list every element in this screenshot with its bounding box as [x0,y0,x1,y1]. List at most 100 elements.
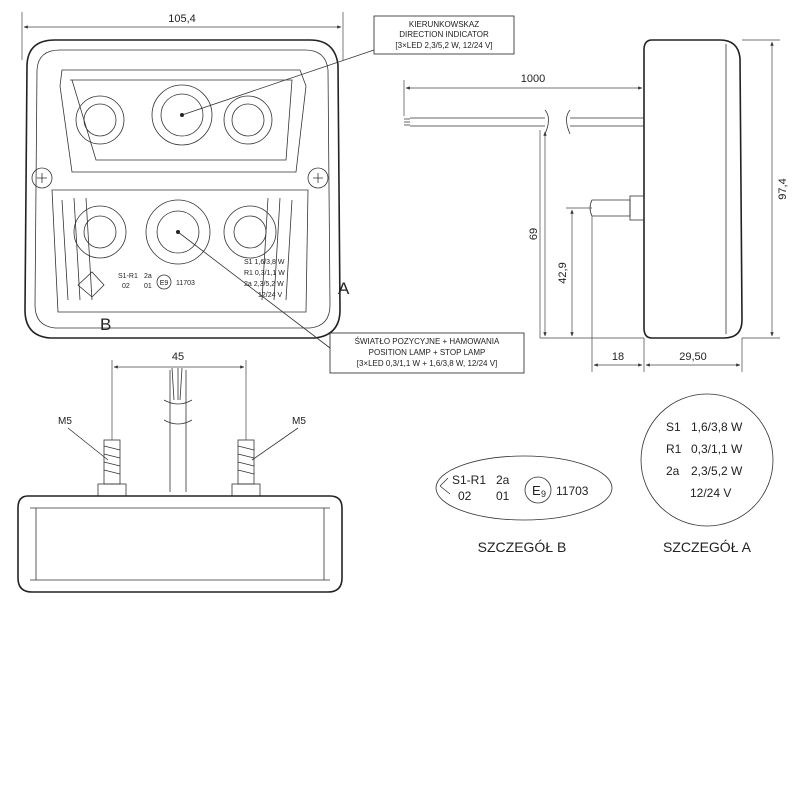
indicator-led-right [231,103,265,137]
detail-a-row3-value: 2,3/5,2 W [691,464,743,478]
lens-b-01: 01 [144,283,152,290]
lens-a-line-1: S1 1,6/3,8 W [244,259,285,266]
indicator-led-center-ring [151,84,213,146]
indicator-led-center [160,93,204,137]
depth-dimension: 29,50 [679,351,707,363]
stop-led-right-ring [223,205,277,259]
side-body [643,39,743,339]
stud-offset-dimension: 42,9 [557,262,569,283]
indicator-led-left-ring [75,95,125,145]
detail-a-row3-code: 2a [666,464,680,478]
lens-b-e-mark [156,274,172,290]
callout-bottom-line-3: [3×LED 0,3/1,1 W + 1,6/3,8 W, 12/24 V] [357,359,498,368]
nut-left [97,483,127,497]
detail-b: S1-R1 2a 02 01 E 9 11703 SZCZEGÓŁ B [435,455,613,555]
cable-right [570,117,644,127]
indicator-zone [59,69,307,173]
callout-top-line-3: [3×LED 2,3/5,2 W, 12/24 V] [395,41,492,50]
detail-a-row2-value: 0,3/1,1 W [691,442,743,456]
detail-a-voltage: 12/24 V [690,486,731,500]
lens-b-approval: 11703 [176,280,195,287]
stop-lamp-ribs [61,197,293,301]
side-stud [589,199,631,217]
stop-led-left-ring [73,205,127,259]
callout-top-line-1: KIERUNKOWSKAZ [409,20,479,29]
indicator-led-right-ring [223,95,273,145]
lens-a-line-2: R1 0,3/1,1 W [244,270,285,277]
detail-b-s1r1: S1-R1 [452,473,486,487]
indicator-led-left [83,103,117,137]
detail-b-e-sub: 9 [541,489,546,499]
left-screw-icon [37,173,47,183]
stud-right-thread [237,445,255,475]
left-mount-ear [31,167,53,189]
height-dimension: 97,4 [777,178,789,199]
lens-b-s1r1: S1-R1 [118,273,138,280]
detail-b-2a: 2a [496,473,510,487]
cable-length: 1000 [521,73,545,85]
stop-led-left [83,215,117,249]
stud-left-label: M5 [58,416,72,427]
right-screw-icon [313,173,323,183]
detail-b-approval: 11703 [556,484,589,498]
stud-right-leader [251,427,299,461]
stop-led-center-ring [145,199,211,265]
cable-break-icon [544,109,571,135]
callout-position-stop-lamp: ŚWIATŁO POZYCYJNE + HAMOWANIA POSITION L… [329,332,525,374]
manufacturer-logo-icon [77,271,105,298]
bottom-view: 45 M5 M5 [17,351,343,593]
lens-label-b: S1-R1 2a 02 01 E9 11703 [77,271,195,298]
letter-b: B [100,315,111,334]
bottom-body [17,495,343,593]
detail-b-ellipse [435,455,613,521]
lens-ribs [61,197,293,301]
lens-a-line-3: 2a 2,3/5,2 W [244,281,284,288]
indicator-inner-zone [70,79,293,161]
lens-label-a: S1 1,6/3,8 W R1 0,3/1,1 W 2a 2,3/5,2 W 1… [244,259,285,299]
detail-b-e-mark-circle [524,476,552,504]
housing-outline [24,39,341,339]
right-mount-ear [307,167,329,189]
detail-a-row1-code: S1 [666,420,681,434]
lens-b-2a: 2a [144,273,152,280]
housing-inner-outline [34,49,331,329]
lens-b-02: 02 [122,283,130,290]
callout-bottom-box [329,332,525,374]
detail-a: S1 1,6/3,8 W R1 0,3/1,1 W 2a 2,3/5,2 W 1… [640,393,774,555]
callout-top-line-2: DIRECTION INDICATOR [399,30,489,39]
detail-b-01: 01 [496,489,510,503]
callout-bottom-line-1: ŚWIATŁO POZYCYJNE + HAMOWANIA [355,337,500,346]
stud-length-dimension: 18 [612,351,624,363]
callout-bottom-line-2: POSITION LAMP + STOP LAMP [369,348,486,357]
detail-a-circle [640,393,774,527]
lens-a-line-4: 12/24 V [258,292,282,299]
callout-top-box [373,15,515,55]
detail-b-caption: SZCZEGÓŁ B [478,539,567,555]
bottom-wire-ends [171,367,183,401]
stud-spacing-dimension: 45 [172,351,184,363]
stud-left-leader [67,427,109,461]
stop-lamp-leds [73,199,277,265]
detail-a-row2-code: R1 [666,442,682,456]
width-dimension: 105,4 [168,13,196,25]
side-stud-nut [629,195,645,221]
leader-stop-lamp [177,231,331,349]
stop-led-right [233,215,267,249]
bottom-cable-break [163,399,193,425]
stud-right-label: M5 [292,416,306,427]
bottom-body-inner [30,507,330,581]
leader-indicator [181,49,375,116]
wire-ends [404,118,410,126]
callout-direction-indicator: KIERUNKOWSKAZ DIRECTION INDICATOR [3×LED… [373,15,515,55]
detail-b-e: E [532,483,541,498]
detail-a-row1-value: 1,6/3,8 W [691,420,743,434]
detail-b-02: 02 [458,489,472,503]
nut-right [231,483,261,497]
stud-height-dimension: 69 [528,228,540,240]
indicator-leds [75,84,273,146]
detail-a-caption: SZCZEGÓŁ A [663,539,752,555]
side-view: 1000 97,4 69 42,9 18 29,50 [403,39,789,372]
front-view: 105,4 [21,12,375,349]
bottom-cable [169,370,187,492]
